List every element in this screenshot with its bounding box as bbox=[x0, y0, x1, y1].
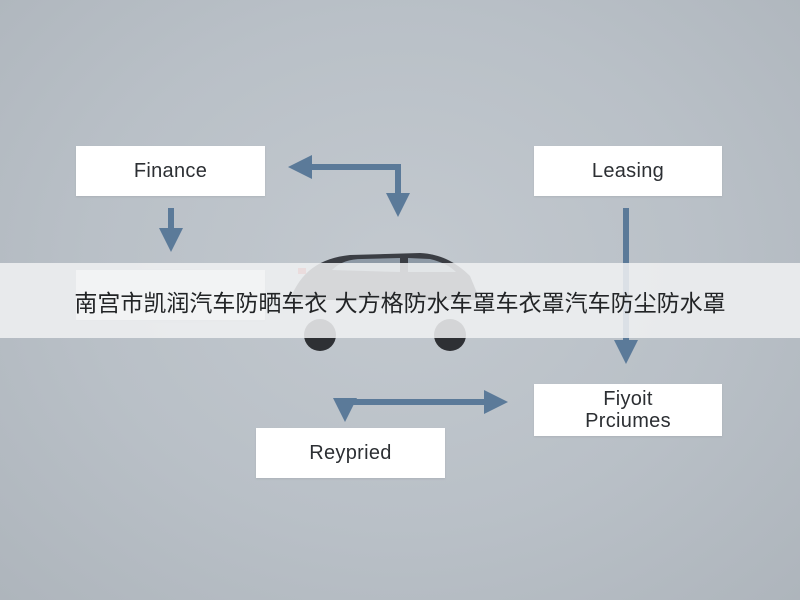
finance-box: Finance bbox=[76, 146, 265, 196]
finance-label: Finance bbox=[133, 160, 208, 182]
banner-text: 南宫市凯润汽车防晒车衣 大方格防水车罩车衣罩汽车防尘防水罩 bbox=[74, 290, 726, 317]
title-banner: 南宫市凯润汽车防晒车衣 大方格防水车罩车衣罩汽车防尘防水罩 bbox=[0, 263, 800, 338]
reypried-label: Reypried bbox=[309, 442, 392, 464]
fiyoit-box: Fiyoit Prciumes bbox=[534, 384, 722, 436]
leasing-box: Leasing bbox=[534, 146, 722, 196]
reypried-box: Reypried bbox=[256, 428, 445, 478]
fiyoit-label-line2: Prciumes bbox=[585, 410, 671, 432]
fiyoit-label-line1: Fiyoit bbox=[603, 388, 653, 410]
leasing-label: Leasing bbox=[591, 160, 665, 182]
